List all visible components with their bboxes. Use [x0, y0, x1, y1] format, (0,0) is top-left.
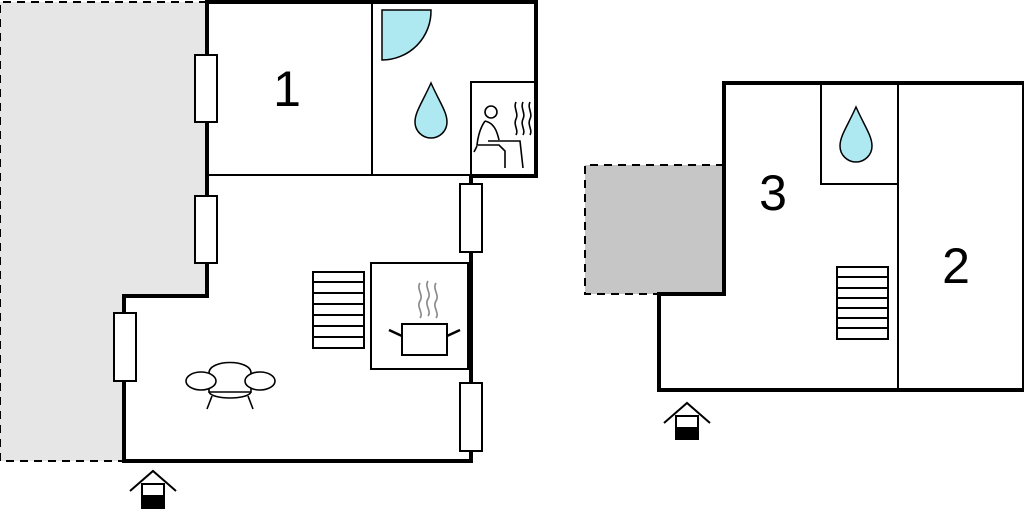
window [194, 195, 218, 264]
room-label: 3 [759, 165, 787, 221]
room-label: 2 [942, 238, 970, 294]
bathroom-wall [820, 83, 898, 185]
sofa-icon [185, 361, 276, 410]
water-drop-icon [839, 105, 873, 163]
entrance-icon [129, 469, 177, 509]
terrace-outline [584, 164, 724, 295]
window [459, 382, 483, 452]
window [194, 54, 218, 123]
sauna-room [470, 81, 537, 177]
water-drop-icon [414, 81, 448, 139]
window [113, 312, 137, 382]
floor-upper: 3 2 [584, 81, 1024, 440]
room-label: 1 [273, 61, 301, 117]
shower-icon [381, 9, 432, 61]
stairs-icon [836, 266, 889, 340]
outer-wall [657, 81, 1024, 392]
window [459, 183, 483, 253]
sauna-icon [473, 101, 532, 169]
kitchen-pot-icon [388, 280, 461, 356]
entrance-icon [663, 401, 711, 440]
floor-ground: 1 [0, 0, 538, 509]
terrace-area [585, 165, 724, 294]
stairs-icon [312, 271, 365, 349]
kitchen-area [370, 262, 469, 370]
terrace-outline [0, 1, 207, 462]
terrace-area [0, 2, 207, 461]
outer-wall [122, 0, 538, 463]
